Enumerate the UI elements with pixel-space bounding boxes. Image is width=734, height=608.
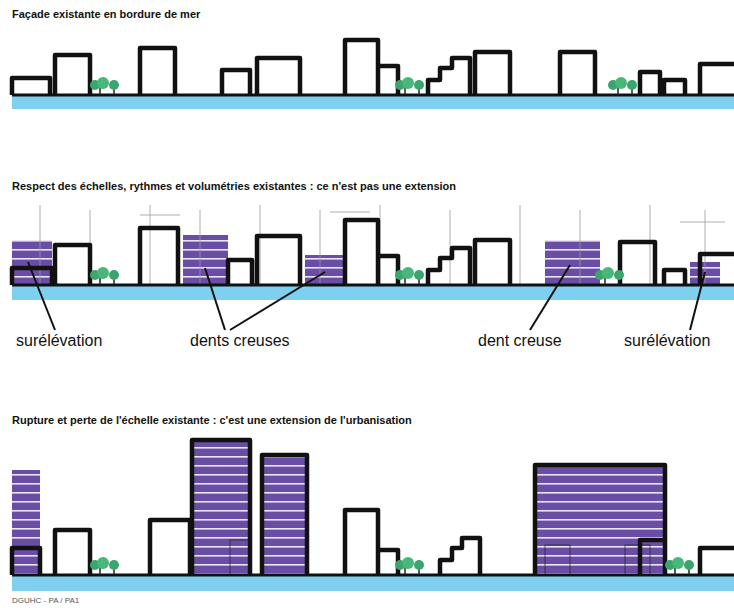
callout-label: dent creuse (478, 332, 562, 350)
existing-buildings (12, 40, 734, 95)
sea-band (12, 575, 734, 591)
callout-label: surélévation (624, 332, 710, 350)
callout-label: dents creuses (190, 332, 290, 350)
infill-volumes (12, 235, 720, 285)
buildings-outline (12, 440, 734, 575)
sea-band (12, 285, 734, 300)
leader-line (28, 262, 705, 330)
callout-label: surélévation (16, 332, 102, 350)
section-heading: Rupture et perte de l'échelle existante … (12, 414, 412, 426)
section-heading: Façade existante en bordure de mer (12, 8, 200, 20)
tower-volumes (12, 440, 665, 575)
sea-band (12, 95, 734, 109)
existing-buildings (12, 220, 734, 285)
section-heading: Respect des échelles, rythmes et volumét… (12, 180, 456, 192)
source-note: DGUHC - PA / PA1 (12, 596, 79, 605)
